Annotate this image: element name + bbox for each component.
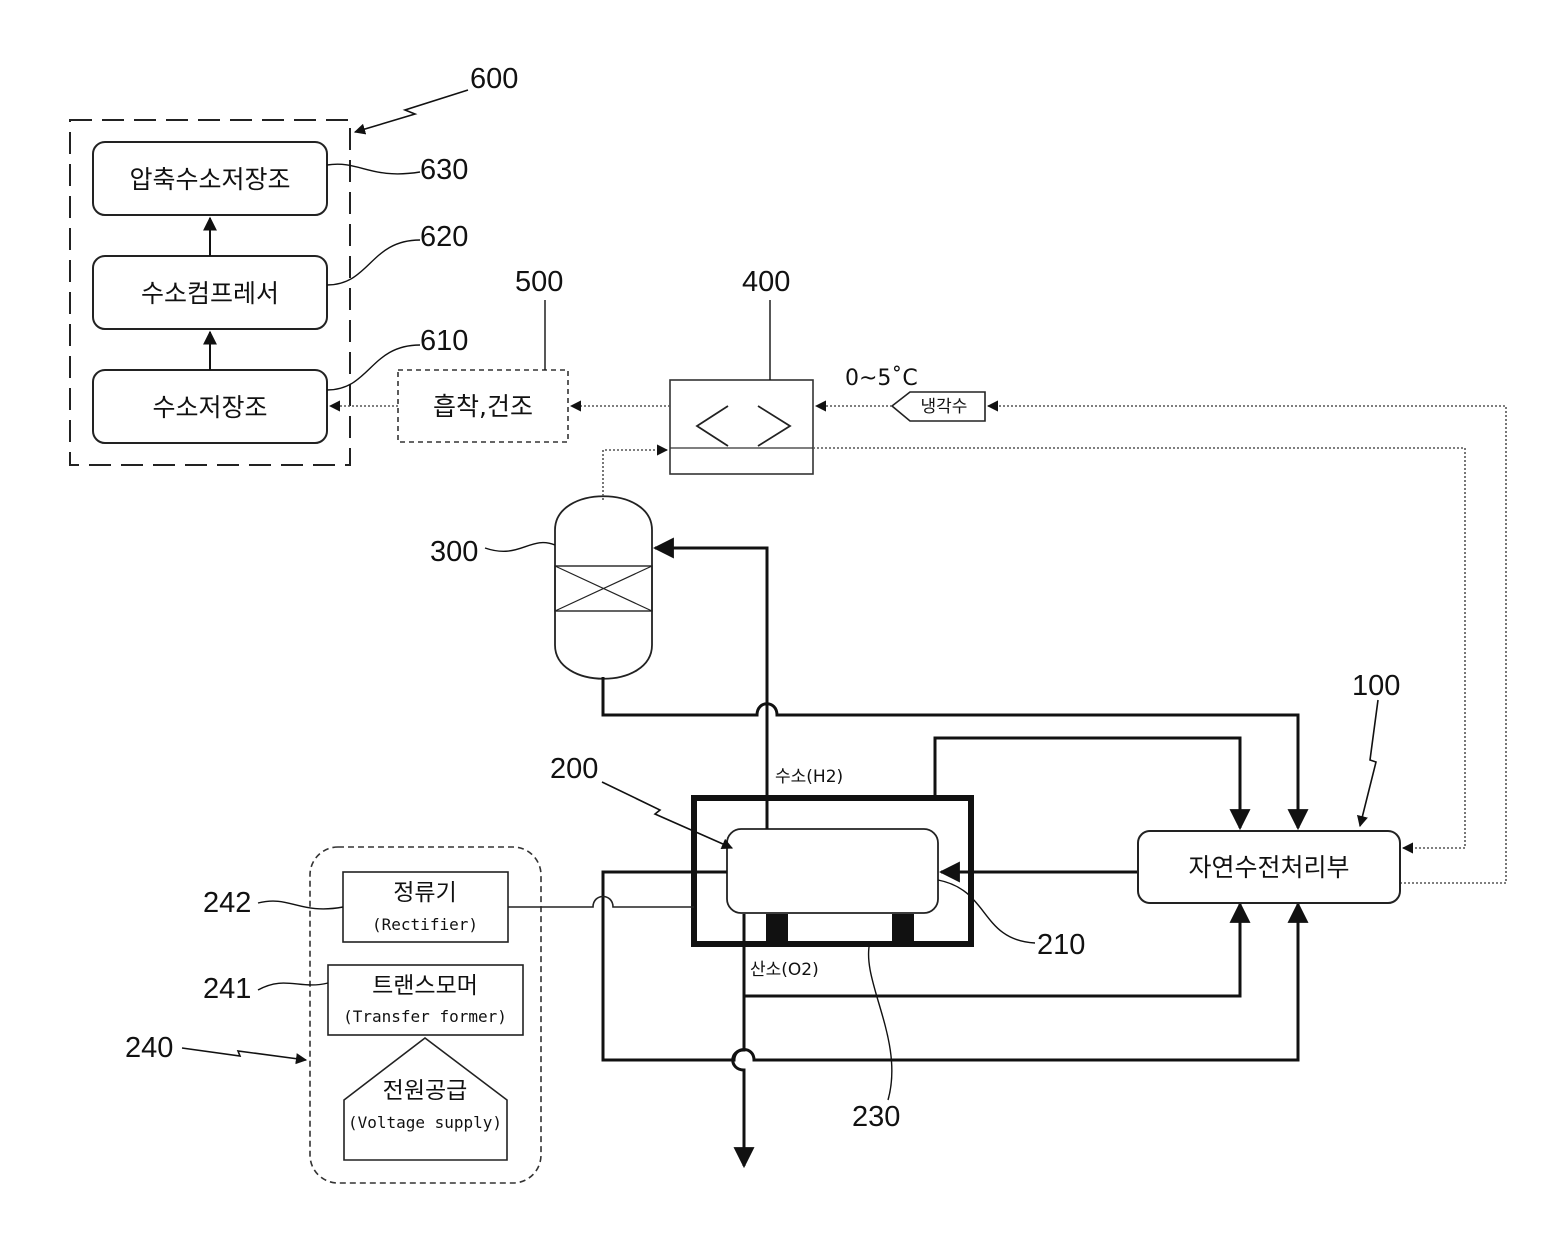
hydrogen-compressor-label: 수소컴프레서 xyxy=(141,279,279,308)
ref-630: 630 xyxy=(420,154,468,186)
power-supply-label: 전원공급 xyxy=(383,1078,468,1104)
electrolyzer-top-to-100 xyxy=(935,738,1240,828)
heat-exchanger-box xyxy=(670,380,813,474)
leader-242 xyxy=(258,901,343,909)
electrode-right xyxy=(892,914,914,942)
hydrogen-flow-label: 수소(H2) xyxy=(775,767,843,787)
ref-300: 300 xyxy=(430,536,478,568)
adsorption-drying-label: 흡착,건조 xyxy=(433,392,533,421)
ref-241: 241 xyxy=(203,973,251,1005)
rectifier-label-en: (Rectifier) xyxy=(372,915,478,934)
hydrogen-storage-tank-label: 수소저장조 xyxy=(152,393,267,422)
separator-vessel xyxy=(555,496,652,679)
water-treatment-label: 자연수전처리부 xyxy=(1188,853,1349,882)
electrode-left xyxy=(766,914,788,942)
coolant-temperature: 0~5˚C xyxy=(845,366,918,391)
compressed-hydrogen-tank-label: 압축수소저장조 xyxy=(129,165,290,194)
leader-600 xyxy=(355,90,468,132)
leader-300 xyxy=(485,543,555,552)
ref-200: 200 xyxy=(550,753,598,785)
leader-241 xyxy=(258,983,328,990)
ref-242: 242 xyxy=(203,887,251,919)
oxygen-flow-label: 산소(O2) xyxy=(750,960,819,980)
coolant-label: 냉각수 xyxy=(921,397,968,417)
ref-600: 600 xyxy=(470,63,518,95)
transformer-label: 트랜스모머 xyxy=(372,973,478,999)
ref-210: 210 xyxy=(1037,929,1085,961)
ref-230: 230 xyxy=(852,1101,900,1133)
ref-400: 400 xyxy=(742,266,790,298)
flow-100-to-coolant xyxy=(988,406,1506,883)
rectifier-to-electrolyzer xyxy=(508,897,694,908)
power-supply-label-en: (Voltage supply) xyxy=(348,1113,502,1132)
leader-240 xyxy=(182,1048,306,1060)
ref-610: 610 xyxy=(420,325,468,357)
ref-240: 240 xyxy=(125,1032,173,1064)
leader-230 xyxy=(869,942,892,1100)
hydrogen-line-to-300 xyxy=(655,548,767,829)
electrolyzer-cell-210 xyxy=(727,829,938,913)
oxygen-line-out xyxy=(733,914,744,1166)
transformer-label-en: (Transfer former) xyxy=(343,1007,507,1026)
ref-100: 100 xyxy=(1352,670,1400,702)
flow-300-to-400 xyxy=(603,450,667,500)
flow-400-return-to-100 xyxy=(813,448,1465,848)
ref-620: 620 xyxy=(420,221,468,253)
ref-500: 500 xyxy=(515,266,563,298)
rectifier-label: 정류기 xyxy=(393,880,456,906)
leader-630 xyxy=(327,164,420,174)
leader-100 xyxy=(1360,700,1378,826)
leader-620 xyxy=(327,240,420,285)
